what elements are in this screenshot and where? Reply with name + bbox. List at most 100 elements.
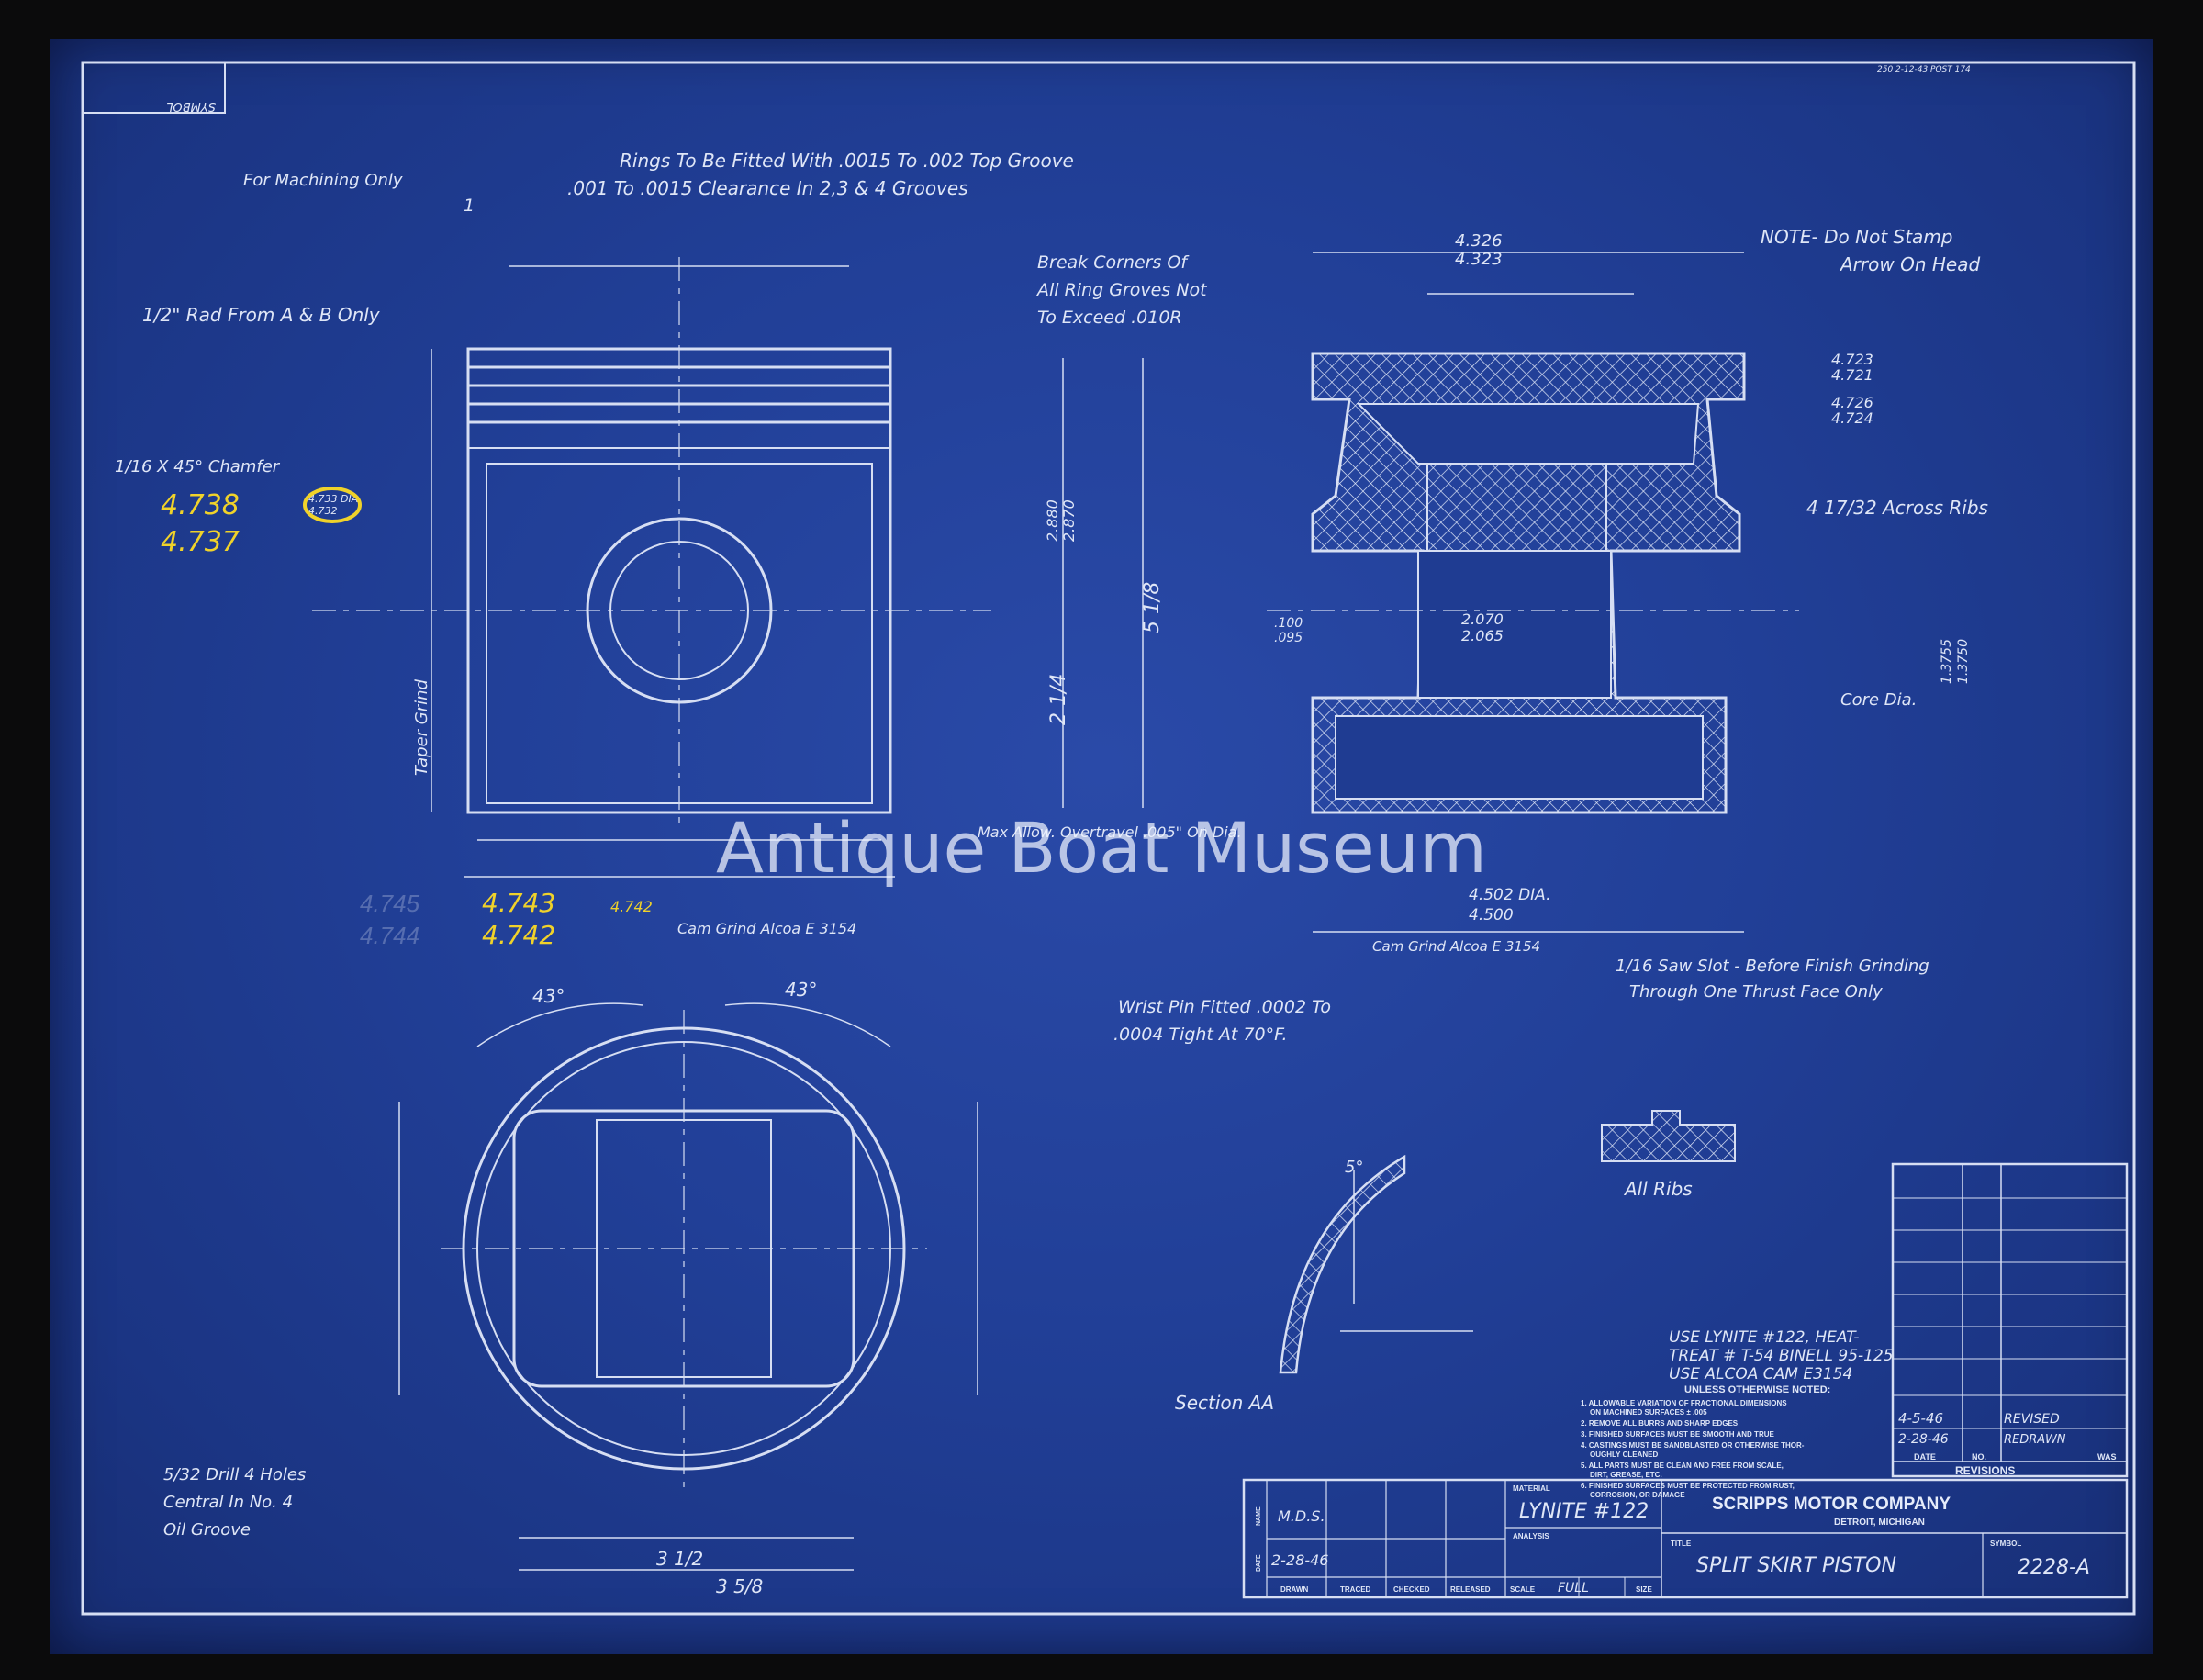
dim-skirt-2: .095: [1274, 631, 1303, 645]
dim-land-4: 4.724: [1831, 409, 1873, 427]
revisions-col-was: WAS: [2097, 1452, 2117, 1462]
general-note-1b: ON MACHINED SURFACES ± .005: [1590, 1408, 1707, 1417]
blueprint-sheet: [50, 39, 2153, 1654]
note-drill-3: Oil Groove: [163, 1520, 251, 1540]
dim-core-2: 1.3750: [1956, 639, 1971, 684]
revisions-col-no: NO.: [1972, 1452, 1986, 1462]
revisions-heading: REVISIONS: [1955, 1464, 2015, 1477]
revisions-col-date: DATE: [1914, 1452, 1936, 1462]
tb-analysis-label: ANALYSIS: [1513, 1532, 1549, 1540]
dim-core-1: 1.3755: [1940, 639, 1954, 684]
note-for-machining: For Machining Only: [243, 171, 403, 190]
sheet-border: [81, 61, 2136, 1616]
hand-bottom-1: 4.743: [482, 888, 555, 918]
dim-skirt-1: .100: [1274, 616, 1303, 631]
material-note-1: USE LYNITE #122, HEAT-: [1669, 1328, 1859, 1347]
general-notes-heading: UNLESS OTHERWISE NOTED:: [1684, 1384, 1830, 1395]
dim-angle-left: 43°: [532, 985, 565, 1007]
dim-skirt-dia-1: 4.502 DIA.: [1469, 886, 1551, 904]
tb-date-label: DATE: [1256, 1554, 1262, 1572]
tb-size-label: SIZE: [1636, 1585, 1652, 1594]
dim-lower-height: 2 1/4: [1047, 674, 1070, 725]
note-saw-slot-2: Through One Thrust Face Only: [1629, 982, 1883, 1002]
svg-text:1: 1: [464, 196, 475, 216]
dim-land-3: 4.726: [1831, 394, 1873, 411]
dim-upper-height-2: 2.870: [1060, 499, 1078, 542]
yellow-circle-mark: [303, 487, 362, 523]
section-aa-view: [1279, 1154, 1473, 1374]
note-ring-clearance: .001 To .0015 Clearance In 2,3 & 4 Groov…: [567, 177, 968, 199]
watermark: Antique Boat Museum: [716, 807, 1487, 889]
symbol-label-mirrored: SYMBOL: [166, 99, 216, 113]
tb-symbol-value: 2228-A: [2018, 1556, 2090, 1579]
tb-material-label: MATERIAL: [1513, 1484, 1550, 1493]
tb-drawn-date: 2-28-46: [1271, 1551, 1328, 1569]
dim-plan-width-outer: 3 5/8: [716, 1575, 763, 1597]
tb-col-released: RELEASED: [1450, 1585, 1491, 1594]
dim-pin-bore-2: 2.065: [1461, 627, 1504, 644]
hand-dia-2: 4.737: [161, 526, 240, 558]
revision-date-1: 4-5-46: [1898, 1410, 1943, 1427]
dim-land-1: 4.723: [1831, 351, 1873, 368]
tb-title-label: TITLE: [1671, 1540, 1692, 1548]
dim-upper-height-1: 2.880: [1044, 499, 1061, 542]
tb-col-drawn: DRAWN: [1280, 1585, 1308, 1594]
tb-symbol-label: SYMBOL: [1990, 1540, 2021, 1548]
general-note-4: 4. CASTINGS MUST BE SANDBLASTED OR OTHER…: [1581, 1441, 1805, 1450]
note-wrist-pin-1: Wrist Pin Fitted .0002 To: [1118, 997, 1331, 1017]
note-do-not-stamp-1: NOTE- Do Not Stamp: [1761, 226, 1953, 248]
tb-scale-value: FULL: [1558, 1581, 1589, 1596]
note-taper-grind: Taper Grind: [412, 678, 431, 776]
material-note-3: USE ALCOA CAM E3154: [1669, 1365, 1852, 1383]
revisions-table: [1891, 1162, 2129, 1478]
tb-title-value: SPLIT SKIRT PISTON: [1696, 1554, 1896, 1577]
hand-bottom-2: 4.742: [482, 920, 555, 950]
piston-cross-section: [1267, 252, 1799, 933]
all-ribs-detail: [1601, 1110, 1736, 1162]
dim-overall-height: 5 1/8: [1141, 582, 1164, 633]
dim-head-dia-2: 4.323: [1455, 250, 1503, 269]
dim-head-dia-1: 4.326: [1455, 231, 1503, 251]
general-note-2: 2. REMOVE ALL BURRS AND SHARP EDGES: [1581, 1419, 1739, 1428]
note-drill-1: 5/32 Drill 4 Holes: [163, 1465, 306, 1484]
general-note-3: 3. FINISHED SURFACES MUST BE SMOOTH AND …: [1581, 1430, 1774, 1439]
note-do-not-stamp-2: Arrow On Head: [1839, 253, 1980, 275]
dim-ring-dia-1: 4.733 DIA: [308, 493, 358, 505]
print-stamp: 250 2-12-43 POST 174: [1877, 65, 1971, 74]
hand-dia-1: 4.738: [161, 489, 240, 521]
general-note-1: 1. ALLOWABLE VARIATION OF FRACTIONAL DIM…: [1581, 1399, 1787, 1407]
piston-plan-view: [398, 1002, 978, 1571]
note-break-corners-2: All Ring Groves Not: [1035, 280, 1208, 300]
note-all-ribs: All Ribs: [1623, 1178, 1693, 1200]
note-saw-slot-1: 1/16 Saw Slot - Before Finish Grinding: [1616, 957, 1929, 976]
general-note-6b: CORROSION, OR DAMAGE: [1590, 1491, 1685, 1499]
dim-section-angle: 5°: [1345, 1158, 1363, 1177]
material-note-2: TREAT # T-54 BINELL 95-125: [1669, 1347, 1894, 1365]
dim-plan-width-inner: 3 1/2: [656, 1548, 703, 1570]
note-radius: 1/2" Rad From A & B Only: [142, 304, 381, 326]
tb-drawn-initials: M.D.S.: [1278, 1507, 1325, 1525]
tb-col-checked: CHECKED: [1393, 1585, 1430, 1594]
note-cam-grind-right: Cam Grind Alcoa E 3154: [1372, 938, 1540, 955]
note-max-allow: Max Allow. Overtravel .005" On Dia.: [978, 823, 1242, 841]
note-cam-grind-left: Cam Grind Alcoa E 3154: [677, 920, 856, 937]
title-block: [1242, 1478, 2129, 1599]
hand-faint-1: 4.745: [360, 890, 420, 917]
dim-pin-bore-1: 2.070: [1461, 610, 1504, 628]
note-drill-2: Central In No. 4: [163, 1493, 293, 1512]
general-note-5: 5. ALL PARTS MUST BE CLEAN AND FREE FROM…: [1581, 1462, 1784, 1470]
note-wrist-pin-2: .0004 Tight At 70°F.: [1113, 1025, 1288, 1045]
hand-bottom-3: 4.742: [610, 898, 653, 915]
dim-ring-dia-2: 4.732: [308, 505, 338, 517]
note-across-ribs: 4 17/32 Across Ribs: [1806, 497, 1988, 519]
revision-date-2: 2-28-46: [1898, 1432, 1949, 1447]
tb-name-label: NAME: [1256, 1506, 1262, 1526]
revision-text-2: REDRAWN: [2004, 1433, 2066, 1447]
revision-text-1: REVISED: [2004, 1412, 2060, 1427]
piston-side-view: 1: [312, 196, 1144, 878]
note-core-dia: Core Dia.: [1840, 690, 1917, 710]
dim-land-2: 4.721: [1831, 366, 1873, 384]
note-chamfer: 1/16 X 45° Chamfer: [115, 457, 281, 476]
general-note-4b: OUGHLY CLEANED: [1590, 1450, 1658, 1459]
